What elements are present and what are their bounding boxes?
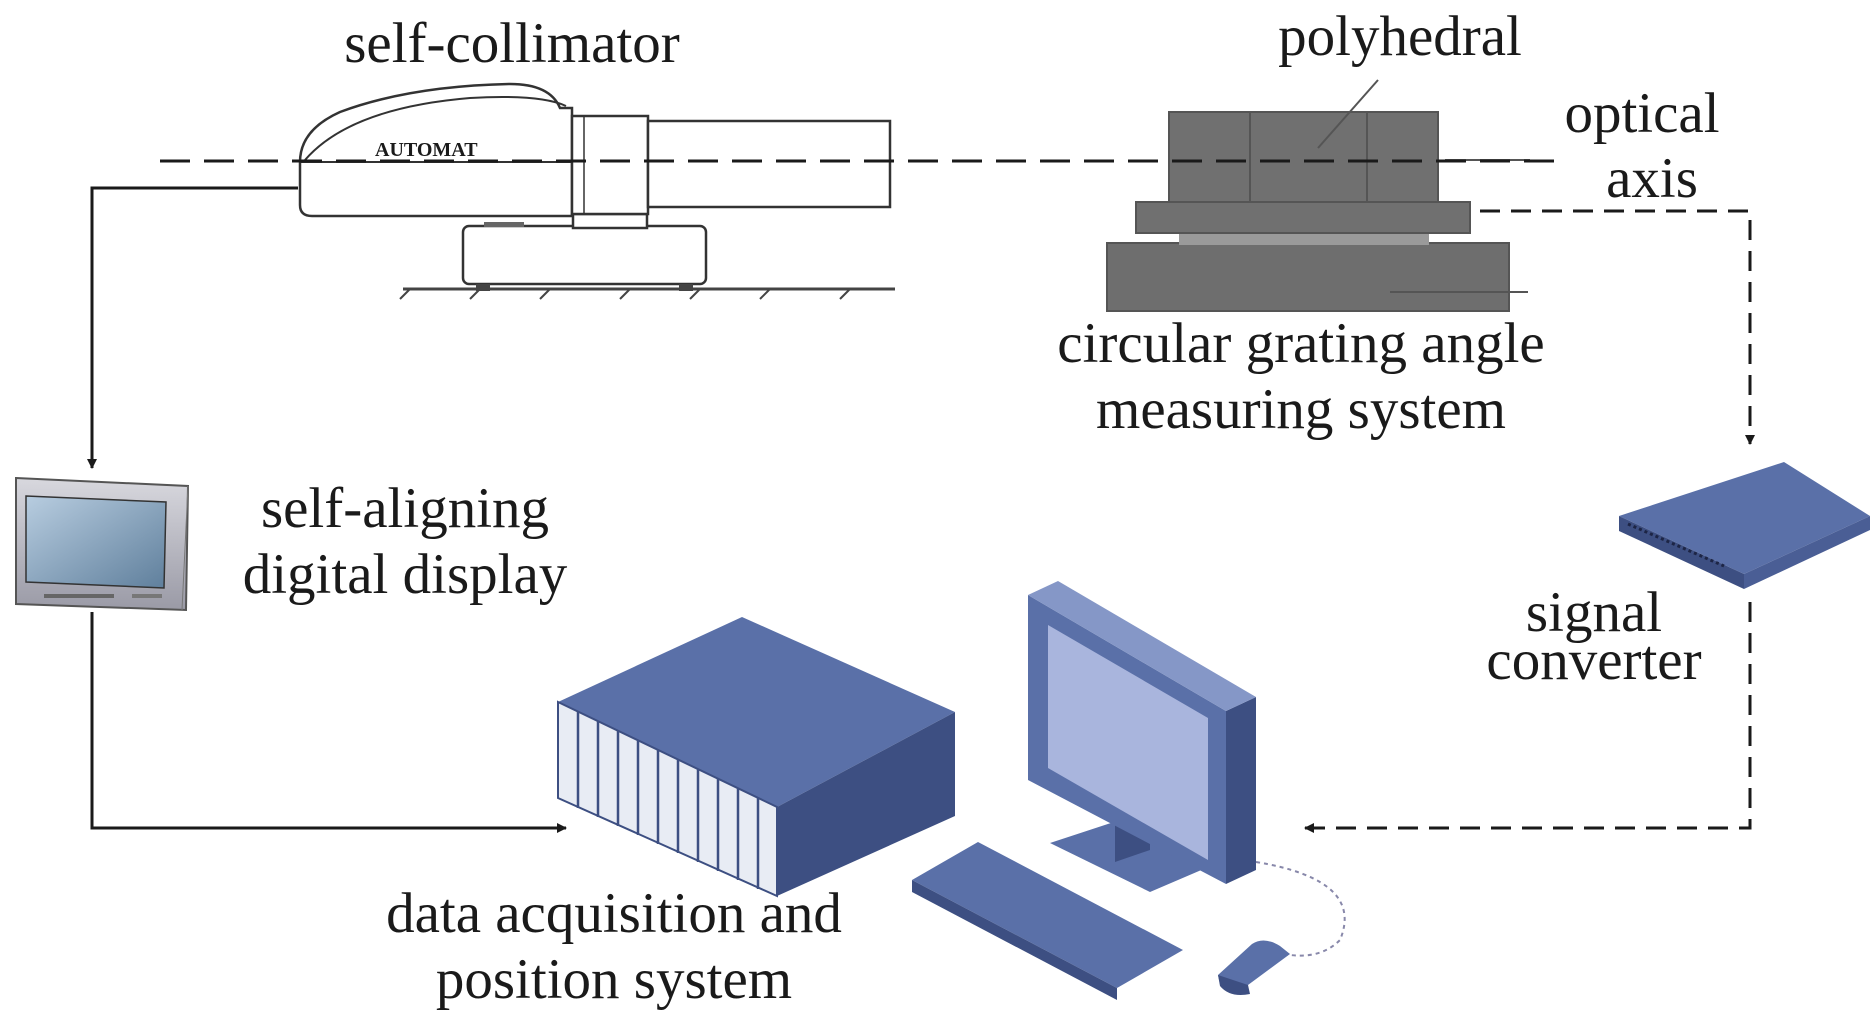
- label-polyhedral: polyhedral: [1278, 5, 1522, 68]
- label-self-aligning-line1: self-aligning: [261, 477, 549, 540]
- polyhedron-turntable-icon: [1106, 79, 1530, 312]
- computer-icon: [912, 581, 1346, 1000]
- label-data-acquisition-line2: position system: [436, 948, 792, 1011]
- data-acquisition-rack-icon: [557, 617, 955, 898]
- collimator-brand-stamp: AUTOMAT: [375, 139, 478, 161]
- connector-converter-to-computer: [1304, 602, 1752, 833]
- connector-collimator-to-display: [87, 186, 298, 469]
- label-signal-converter-line2: converter: [1486, 629, 1701, 692]
- label-signal-converter-line1: signal: [1526, 581, 1662, 644]
- label-self-aligning-line2: digital display: [243, 543, 568, 606]
- label-self-collimator: self-collimator: [344, 12, 680, 75]
- crt-display-icon: [15, 476, 190, 612]
- label-circular-grating-line1: circular grating angle: [1057, 312, 1544, 375]
- label-circular-grating-line2: measuring system: [1096, 378, 1506, 441]
- signal-converter-icon: [1619, 462, 1870, 589]
- connector-display-to-acquisition: [90, 612, 567, 833]
- label-data-acquisition-line1: data acquisition and: [386, 882, 842, 945]
- label-optical-axis-line2: axis: [1606, 147, 1698, 210]
- self-collimator-icon: AUTOMAT: [298, 82, 895, 300]
- label-optical-axis-line1: optical: [1564, 82, 1719, 145]
